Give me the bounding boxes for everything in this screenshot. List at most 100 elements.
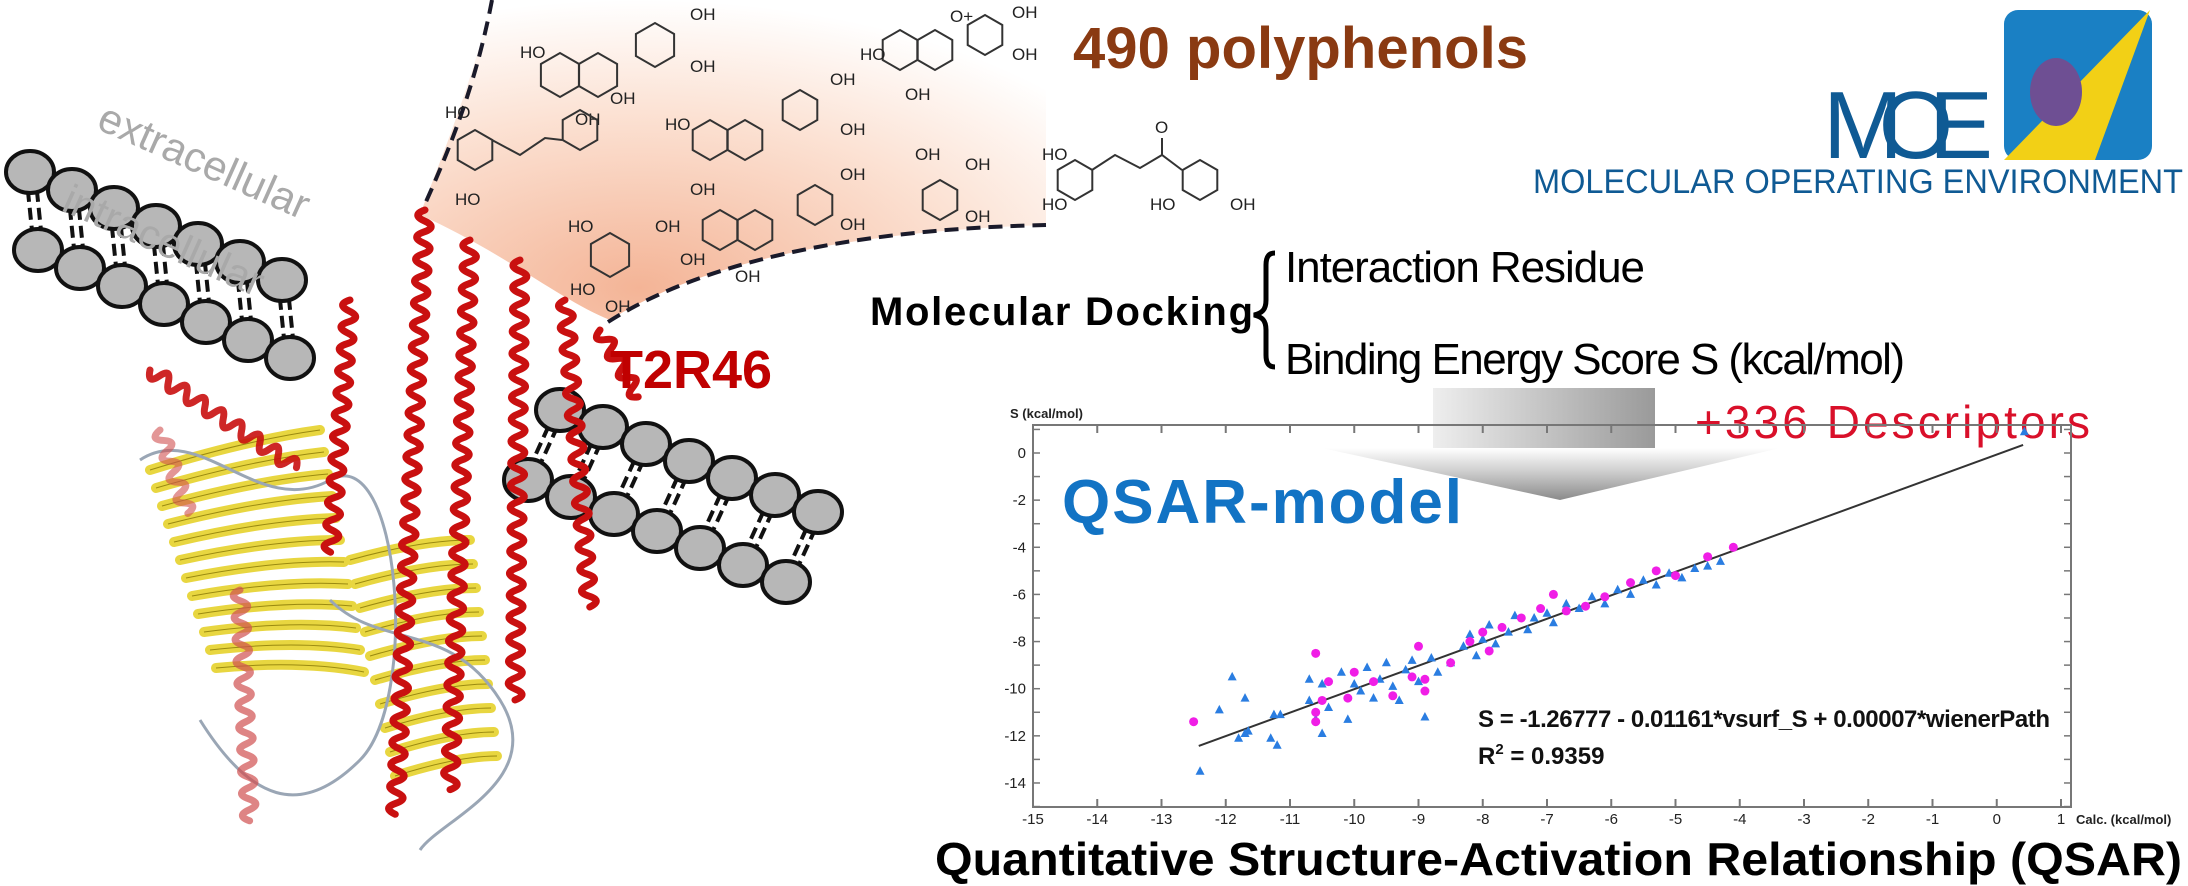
lipid-head: [749, 472, 801, 518]
x-tick-label: -1: [1926, 811, 1939, 828]
x-tick-label: -9: [1412, 811, 1425, 828]
polyphenol-structures: HOOHOHOHHOOHO+OHOHHOHOOHHOOHOHOHOHOHOHOH…: [445, 3, 1256, 316]
qsar-caption: Quantitative Structure-Activation Relati…: [935, 833, 2182, 885]
lipid-head: [631, 508, 683, 554]
lipid-head: [12, 227, 64, 273]
data-point-circle: [1548, 589, 1558, 599]
r-squared: R2 = 0.9359: [1478, 741, 1604, 770]
data-point-triangle: [1195, 766, 1205, 775]
atom-label: HO: [455, 190, 481, 209]
regression-line: [1198, 444, 2024, 747]
moe-logo-long: MOLECULAR OPERATING ENVIRONMENT: [1533, 163, 2183, 201]
lipid-head: [663, 438, 715, 484]
data-point-circle: [1420, 674, 1430, 684]
atom-label: OH: [690, 57, 716, 76]
atom-label: OH: [965, 207, 991, 226]
data-point-circle: [1497, 622, 1507, 632]
data-point-triangle: [1561, 598, 1571, 608]
data-point-triangle: [1269, 709, 1279, 719]
pyrogallol-ring: [921, 178, 959, 222]
y-tick-label: -2: [1013, 492, 1026, 509]
data-point-triangle: [1478, 634, 1488, 643]
data-point-triangle: [1458, 641, 1468, 650]
transmembrane-helix: [320, 296, 360, 556]
beta-strand-edge: [173, 517, 337, 543]
lipid-head: [706, 455, 758, 501]
data-point-triangle: [1529, 612, 1539, 622]
x-tick-label: -6: [1605, 811, 1618, 828]
atom-label: HO: [860, 45, 886, 64]
beta-strand: [181, 556, 349, 583]
atom-label: OH: [840, 120, 866, 139]
r-squared-value: = 0.9359: [1504, 743, 1605, 770]
data-point-triangle: [1491, 638, 1501, 648]
atom-label: OH: [735, 267, 761, 286]
lipid-head: [577, 404, 629, 450]
data-point-triangle: [1356, 686, 1366, 695]
r-squared-symbol: R: [1478, 743, 1495, 770]
docking-output-binding-energy: Binding Energy Score S (kcal/mol): [1285, 335, 1905, 384]
t2r46-protein-structure: [139, 206, 642, 851]
atom-label: OH: [965, 155, 991, 174]
transmembrane-helix: [555, 296, 600, 611]
x-tick-label: -7: [1540, 811, 1553, 828]
x-tick-label: -2: [1862, 811, 1875, 828]
beta-strand-edge: [203, 624, 357, 633]
lipid-head: [214, 239, 266, 285]
data-point-circle: [1311, 717, 1321, 727]
data-point-triangle: [1317, 678, 1327, 688]
catechin-ring: [577, 51, 619, 99]
y-tick-label: -12: [1004, 728, 1026, 745]
beta-strand: [175, 535, 345, 565]
cell-membrane: [4, 149, 844, 605]
catechin-ring: [634, 21, 676, 69]
qsar-model-label: QSAR-model: [1062, 468, 1462, 537]
lipid-head: [256, 257, 308, 303]
transmembrane-helix: [504, 256, 531, 704]
procyanidin-ring: [736, 208, 774, 252]
data-point-circle: [1388, 691, 1398, 701]
lipid-head: [130, 203, 182, 249]
data-point-triangle: [1503, 627, 1513, 636]
atom-label: HO: [568, 217, 594, 236]
data-point-circle: [1478, 627, 1488, 637]
data-point-triangle: [1369, 693, 1379, 702]
data-point-circle: [1536, 604, 1546, 614]
atom-label: O: [1155, 118, 1168, 137]
data-point-triangle: [1394, 695, 1404, 704]
data-point-triangle: [1240, 693, 1250, 702]
x-tick-label: -4: [1733, 811, 1746, 828]
cyanidin-ring: [916, 28, 954, 72]
data-point-triangle: [1227, 671, 1237, 681]
data-point-circle: [1343, 693, 1353, 703]
gallic-acid-ring: [589, 231, 631, 279]
atom-label: OH: [690, 180, 716, 199]
atom-label: OH: [655, 217, 681, 236]
beta-strand-edge: [167, 495, 333, 525]
dashed-boundary-lower: [606, 223, 1047, 324]
data-point-triangle: [1324, 702, 1334, 712]
chalcone-ring: [1056, 158, 1094, 202]
y-tick-label: -4: [1013, 539, 1026, 556]
data-point-triangle: [1626, 589, 1636, 598]
data-point-triangle: [1414, 676, 1423, 686]
lipid-head: [54, 245, 106, 291]
data-point-triangle: [1471, 650, 1481, 660]
data-point-triangle: [1574, 603, 1584, 613]
data-point-triangle: [1401, 664, 1411, 674]
intracellular-helix: [151, 426, 197, 517]
data-point-circle: [1446, 658, 1456, 668]
atom-label: O+: [950, 7, 973, 26]
data-point-circle: [1369, 677, 1379, 687]
atom-label: OH: [840, 215, 866, 234]
data-point-triangle: [1638, 575, 1648, 584]
atom-label: HO: [520, 43, 546, 62]
data-point-triangle: [1343, 714, 1353, 723]
membrane-right: [502, 387, 844, 605]
data-point-triangle: [1465, 629, 1475, 638]
data-point-triangle: [1234, 733, 1244, 742]
data-point-triangle: [1587, 591, 1597, 601]
